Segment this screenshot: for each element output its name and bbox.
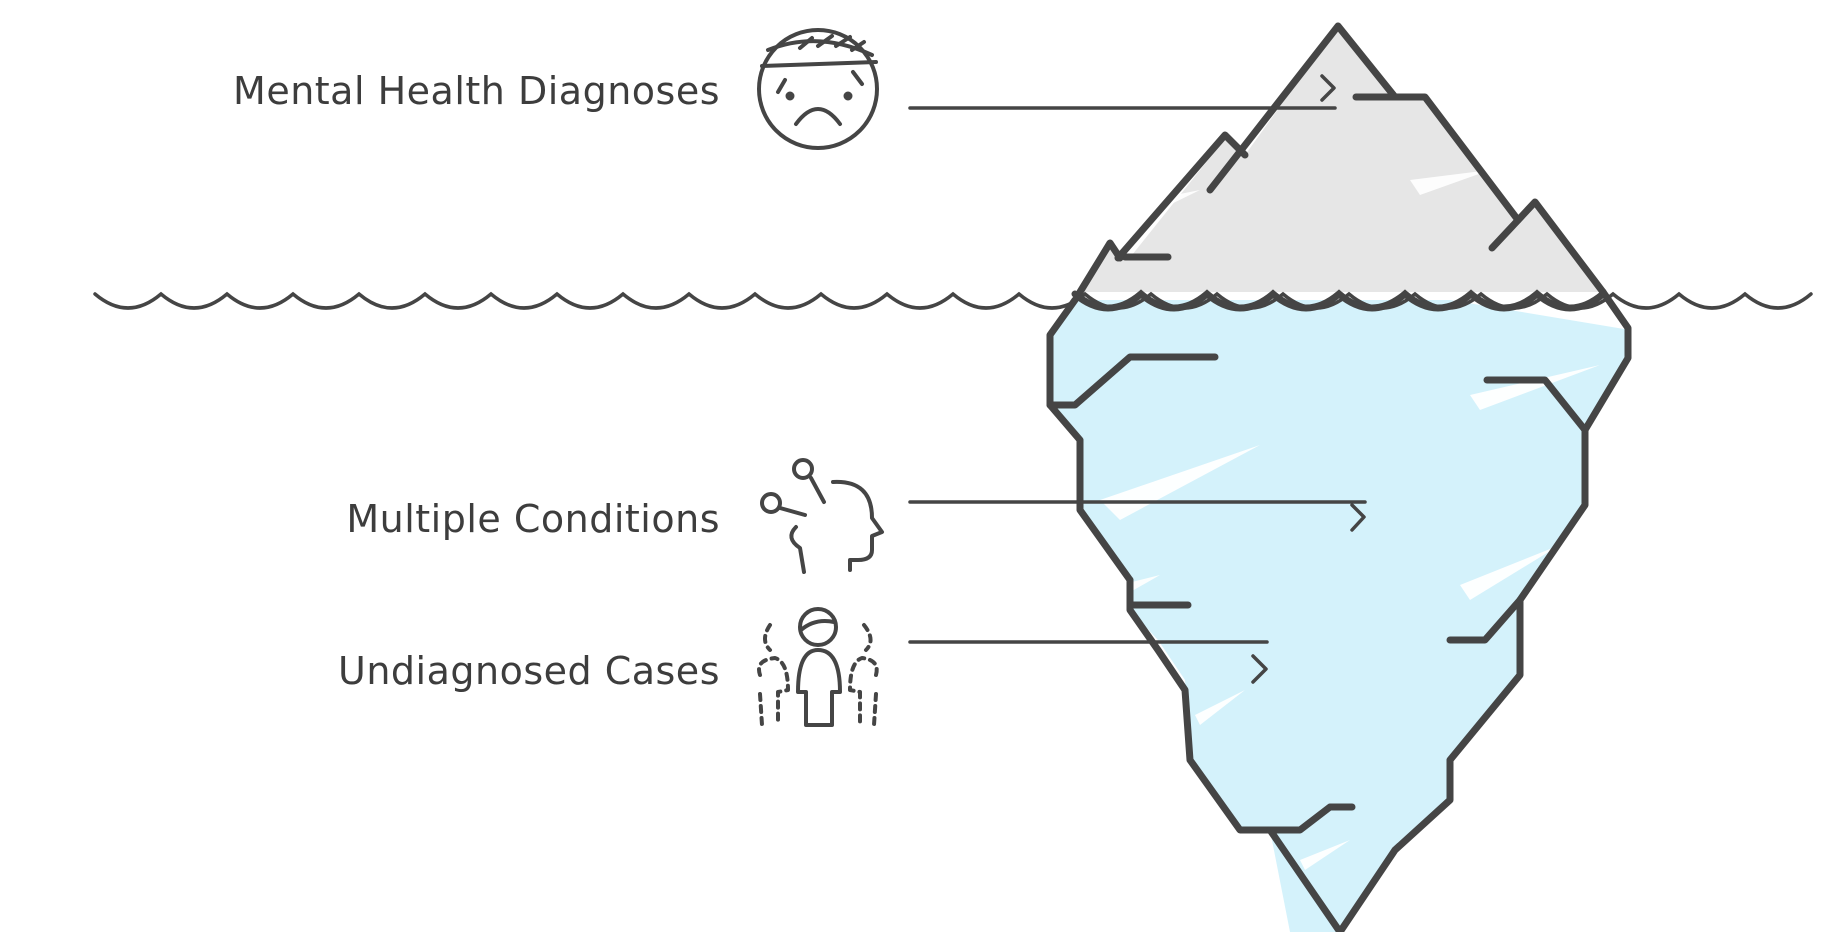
sad-face-bandage-icon xyxy=(757,28,879,150)
head-with-pins-icon xyxy=(760,458,884,574)
label-undiagnosed-cases: Undiagnosed Cases xyxy=(338,649,720,693)
water-line xyxy=(93,291,1813,310)
iceberg-tip-fill xyxy=(1080,26,1603,292)
person-dashed-group-icon xyxy=(757,607,879,727)
connector-top xyxy=(908,74,1337,110)
connector-mid xyxy=(908,500,1367,532)
iceberg-outline xyxy=(1046,22,1632,932)
label-multiple-conditions: Multiple Conditions xyxy=(346,497,720,541)
label-mental-health-diagnoses: Mental Health Diagnoses xyxy=(233,69,720,113)
connector-low xyxy=(908,640,1269,684)
